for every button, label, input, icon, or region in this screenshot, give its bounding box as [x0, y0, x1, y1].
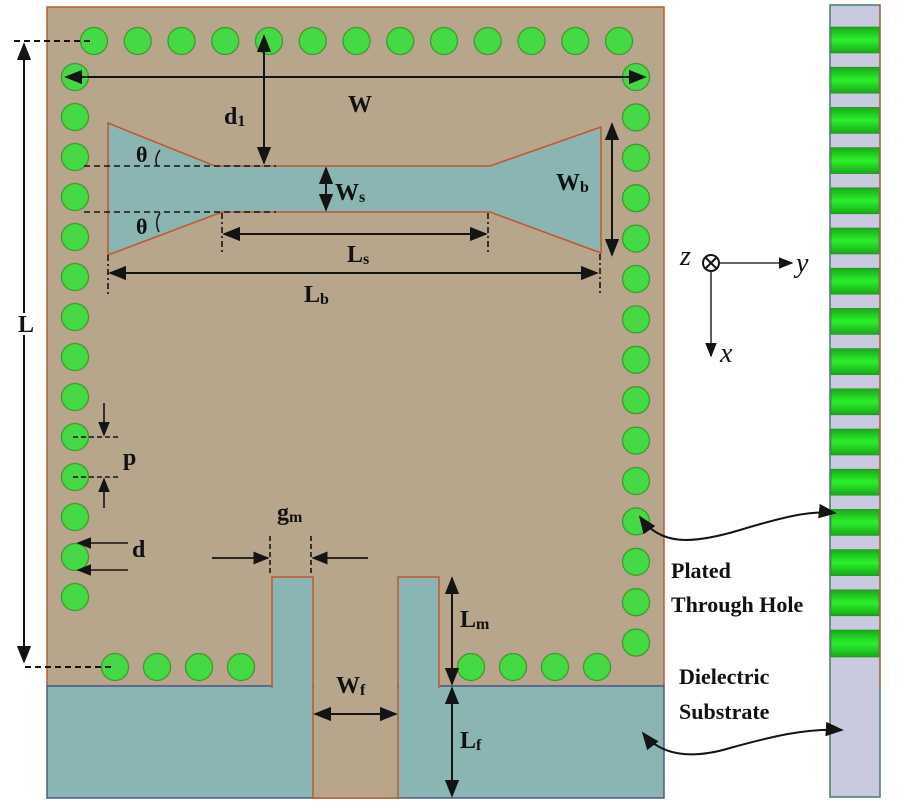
via-right — [621, 264, 651, 294]
label-L: L — [18, 312, 34, 338]
side-via — [830, 428, 880, 456]
via-bottom-left — [226, 652, 256, 682]
via-top — [123, 26, 152, 56]
side-via — [830, 308, 880, 335]
side-via — [830, 26, 880, 54]
side-via — [830, 227, 880, 255]
label-Lf: Lf — [460, 728, 482, 754]
via-bottom-right — [582, 652, 612, 682]
ground-plane — [46, 6, 665, 687]
via-bottom-left — [100, 652, 130, 682]
coordinate-axes: z y x — [679, 241, 809, 369]
via-right — [621, 507, 651, 536]
label-theta-top: θ — [136, 142, 147, 167]
via-top — [473, 26, 502, 56]
via-left — [60, 542, 90, 572]
side-via — [830, 187, 880, 215]
via-right — [621, 386, 651, 415]
side-via — [830, 468, 880, 496]
side-via — [830, 147, 880, 174]
side-via — [830, 549, 880, 576]
via-left — [60, 502, 90, 532]
via-right — [621, 466, 651, 496]
via-top — [79, 26, 109, 56]
matching-slot-left — [271, 576, 314, 688]
via-bottom-right — [498, 652, 528, 682]
via-left — [60, 342, 90, 372]
label-Lb: Lb — [304, 282, 329, 308]
side-via — [830, 66, 880, 94]
axis-label-z: z — [679, 241, 691, 272]
label-Wf: Wf — [336, 673, 366, 699]
label-d1: d1 — [224, 104, 245, 130]
side-via — [830, 267, 880, 295]
label-Lm: Lm — [460, 607, 490, 633]
via-left — [60, 582, 90, 612]
via-right — [621, 588, 651, 617]
side-via — [830, 388, 880, 416]
into-page-cross-icon — [702, 254, 720, 272]
axis-label-x: x — [719, 338, 733, 369]
via-right — [621, 224, 651, 253]
via-right — [621, 426, 651, 455]
side-via — [830, 629, 880, 658]
via-right — [621, 345, 651, 374]
label-Wb: Wb — [556, 170, 589, 196]
via-left — [60, 222, 90, 252]
via-top — [254, 26, 284, 56]
side-view-vias — [830, 26, 880, 658]
via-top — [386, 26, 415, 56]
label-p: p — [123, 445, 136, 471]
via-left — [60, 382, 90, 412]
via-left — [60, 302, 90, 332]
via-bottom-right — [456, 652, 486, 682]
annotation-dielectric-substrate: Dielectric Substrate — [641, 664, 844, 756]
label-Ws: Ws — [335, 180, 365, 206]
annotation-text-line2: Through Hole — [671, 592, 803, 617]
via-left — [60, 182, 90, 212]
annotation-plated-through-hole: Plated Through Hole — [638, 503, 837, 617]
via-top — [604, 26, 634, 56]
annotation-text-line1: Dielectric — [679, 664, 770, 689]
side-via — [830, 589, 880, 617]
via-top — [429, 26, 459, 56]
via-bottom-right — [540, 652, 570, 682]
bowtie-slot — [107, 121, 602, 257]
axis-label-y: y — [793, 248, 809, 279]
side-view — [829, 4, 881, 798]
via-top — [211, 26, 240, 56]
via-top — [167, 26, 196, 56]
via-top — [561, 26, 590, 56]
via-bottom-left — [142, 652, 172, 682]
side-via — [830, 348, 880, 375]
via-right — [621, 547, 651, 576]
via-left — [60, 102, 90, 132]
label-d: d — [132, 537, 146, 563]
side-via — [830, 107, 880, 134]
via-top — [342, 26, 371, 56]
annotation-text-line1: Plated — [671, 558, 731, 583]
label-gm: gm — [277, 500, 303, 526]
via-right — [621, 628, 651, 657]
side-via — [830, 509, 880, 536]
via-right — [621, 305, 651, 334]
via-top — [517, 26, 546, 56]
via-top — [298, 26, 327, 56]
via-left — [60, 262, 90, 292]
via-right — [621, 143, 651, 172]
annotation-text-line2: Substrate — [679, 699, 770, 724]
via-bottom-left — [184, 652, 214, 682]
feed-line — [312, 685, 399, 799]
via-left — [60, 142, 90, 172]
label-theta-bottom: θ — [136, 214, 147, 239]
via-right — [621, 184, 651, 213]
label-W: W — [348, 92, 372, 118]
label-Ls: Ls — [347, 242, 369, 268]
matching-slot-right — [397, 576, 440, 688]
via-right — [621, 103, 651, 132]
